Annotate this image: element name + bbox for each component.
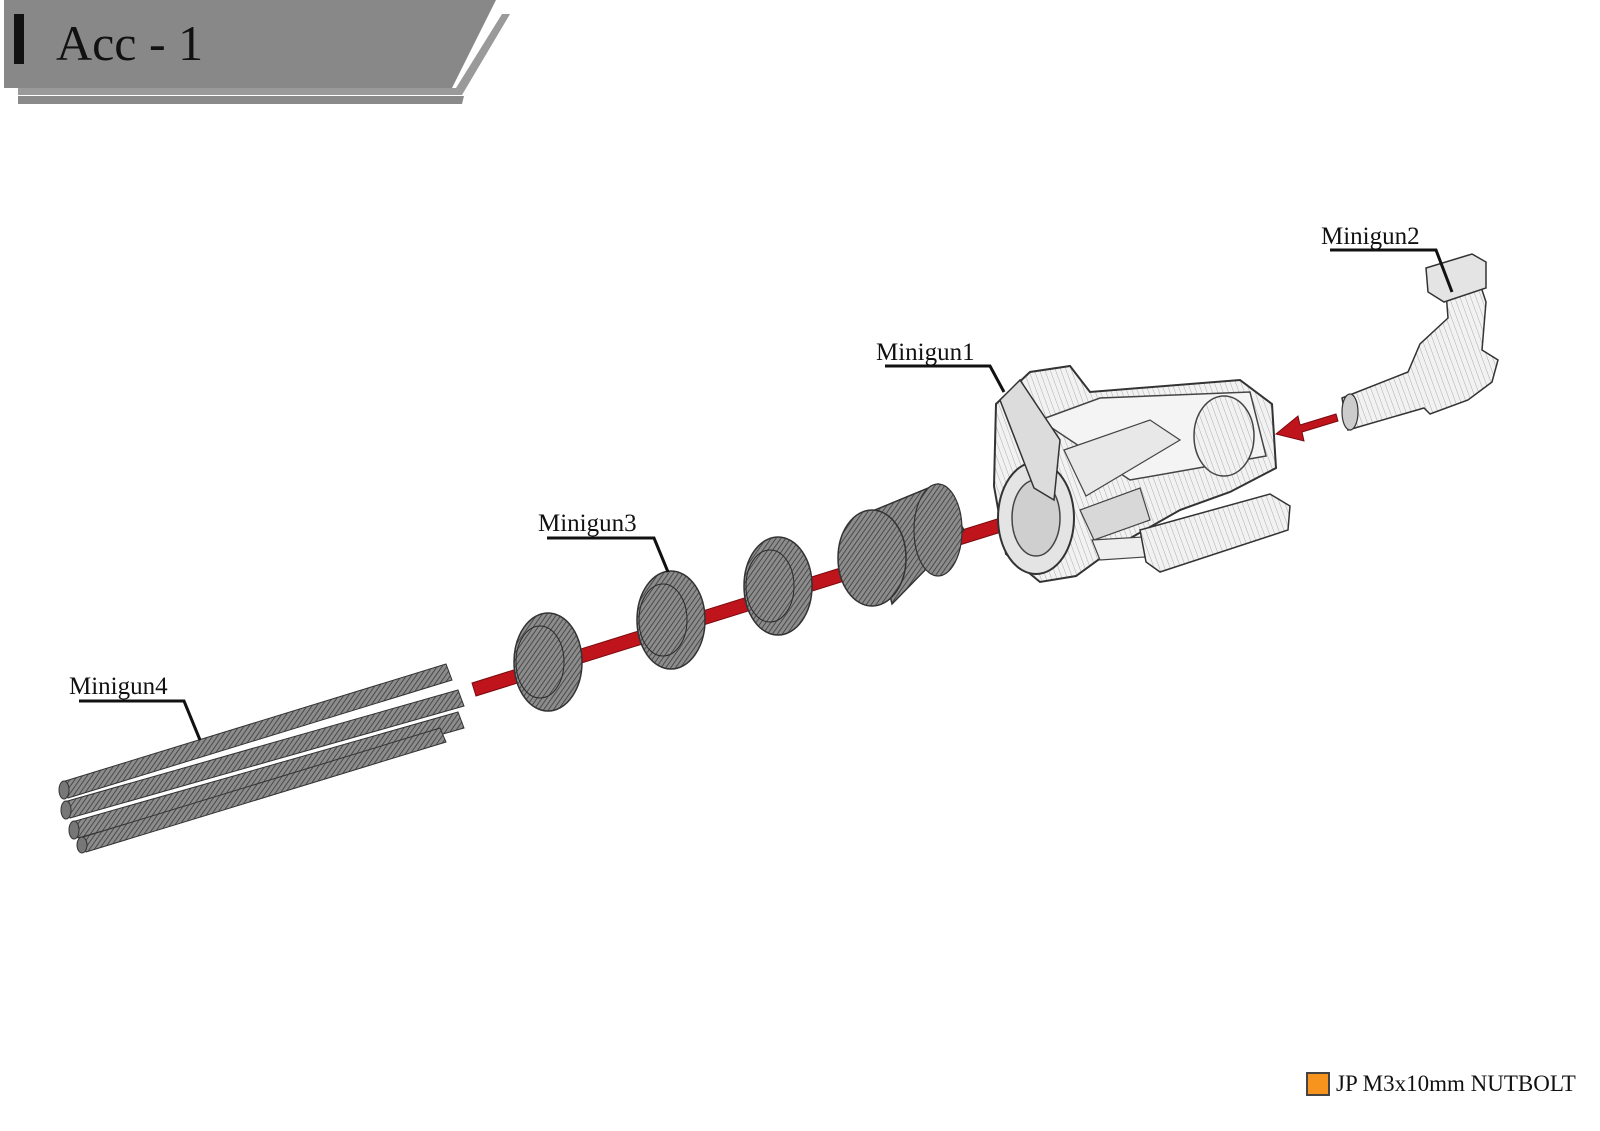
minigun3-barrel-clamp: [837, 483, 965, 607]
banner-shape: [4, 0, 510, 104]
title-banner: Acc - 1: [0, 0, 530, 110]
minigun2-handle: [1341, 253, 1499, 431]
part-label-minigun1: Minigun1: [876, 339, 975, 366]
part-label-minigun2: Minigun2: [1321, 223, 1420, 250]
minigun2-leader-line: [1330, 248, 1454, 293]
minigun4-leader-line: [79, 699, 202, 741]
banner-body: [4, 0, 496, 88]
insert-direction-arrow: [1274, 413, 1339, 442]
minigun3-disc-2: [636, 570, 706, 670]
legend-swatch: [1306, 1072, 1330, 1096]
minigun3-disc-1: [513, 612, 583, 712]
part-label-minigun3: Minigun3: [538, 510, 637, 537]
minigun3-disc-3: [743, 536, 813, 636]
page-title: Acc - 1: [56, 15, 204, 71]
legend-label: JP M3x10mm NUTBOLT: [1336, 1071, 1576, 1096]
banner-accent-bar: [14, 14, 24, 64]
banner-shadow-strip: [18, 96, 464, 104]
banner-shadow: [18, 14, 510, 95]
part-label-minigun4: Minigun4: [69, 673, 168, 700]
minigun1-housing: [992, 364, 1291, 584]
minigun4-barrel-bundle: [58, 663, 465, 854]
minigun1-leader-line: [885, 364, 1006, 393]
hardware-legend: JP M3x10mm NUTBOLT: [1306, 1069, 1576, 1099]
minigun3-leader-line: [547, 536, 670, 573]
